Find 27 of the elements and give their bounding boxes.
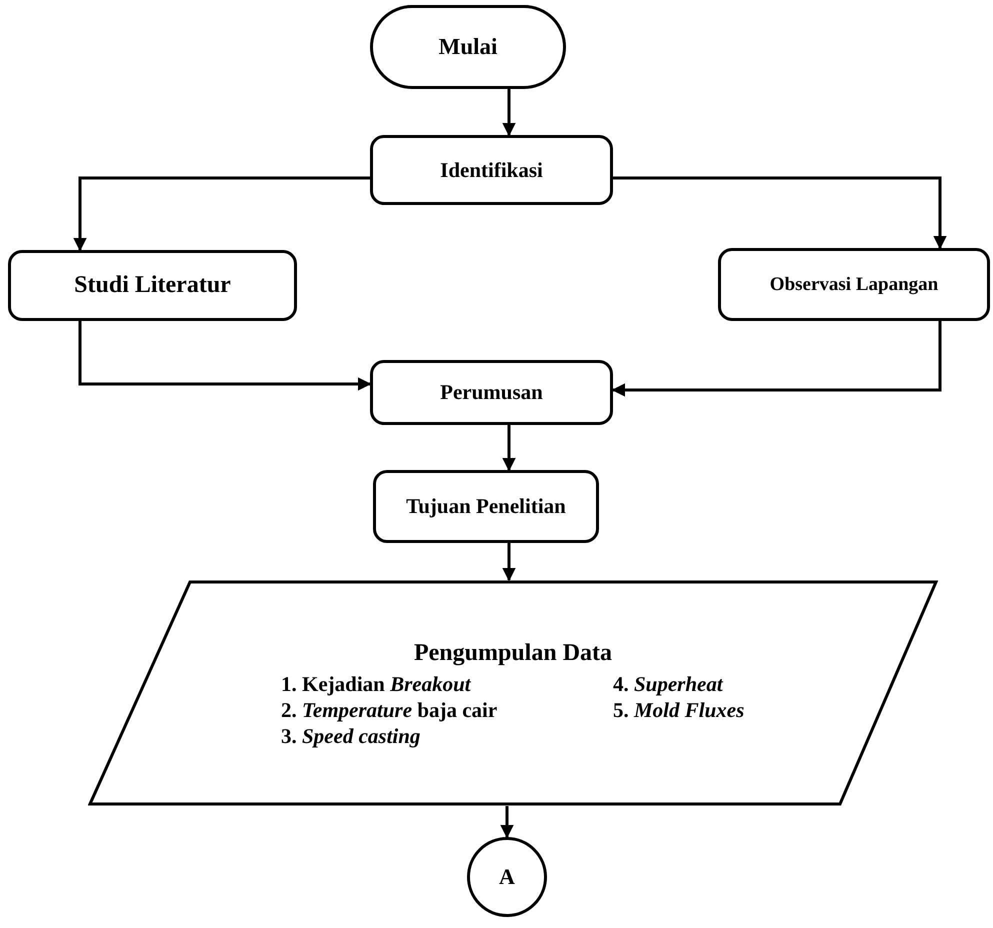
list-item: 2. Temperature baja cair: [281, 698, 498, 723]
arrow: [612, 321, 942, 397]
node-label: Tujuan Penelitian: [406, 494, 566, 519]
node-label: Perumusan: [440, 380, 543, 405]
arrow: [500, 806, 514, 838]
node-label: Mulai: [438, 34, 498, 60]
node-label: Identifikasi: [440, 158, 543, 182]
process-box: [718, 248, 990, 321]
arrow: [73, 176, 370, 252]
node-label: Observasi Lapangan: [770, 274, 938, 296]
process-box: [8, 250, 297, 321]
heading: Pengumpulan Data: [414, 640, 612, 667]
list-item: 3. Speed casting: [281, 724, 420, 749]
arrow: [502, 425, 516, 472]
process-box: [373, 470, 599, 543]
data-parallelogram: [88, 580, 938, 806]
process-box: [370, 135, 613, 205]
list-item: 4. Superheat: [613, 672, 723, 697]
process-box: [370, 360, 613, 425]
arrow: [502, 543, 516, 582]
node-label: Studi Literatur: [74, 272, 231, 299]
list-item: 5. Mold Fluxes: [613, 698, 744, 723]
list-item: 1. Kejadian Breakout: [281, 672, 471, 697]
arrow: [502, 89, 516, 136]
node-label: A: [499, 864, 515, 890]
arrow: [613, 176, 947, 250]
arrow: [78, 321, 372, 391]
